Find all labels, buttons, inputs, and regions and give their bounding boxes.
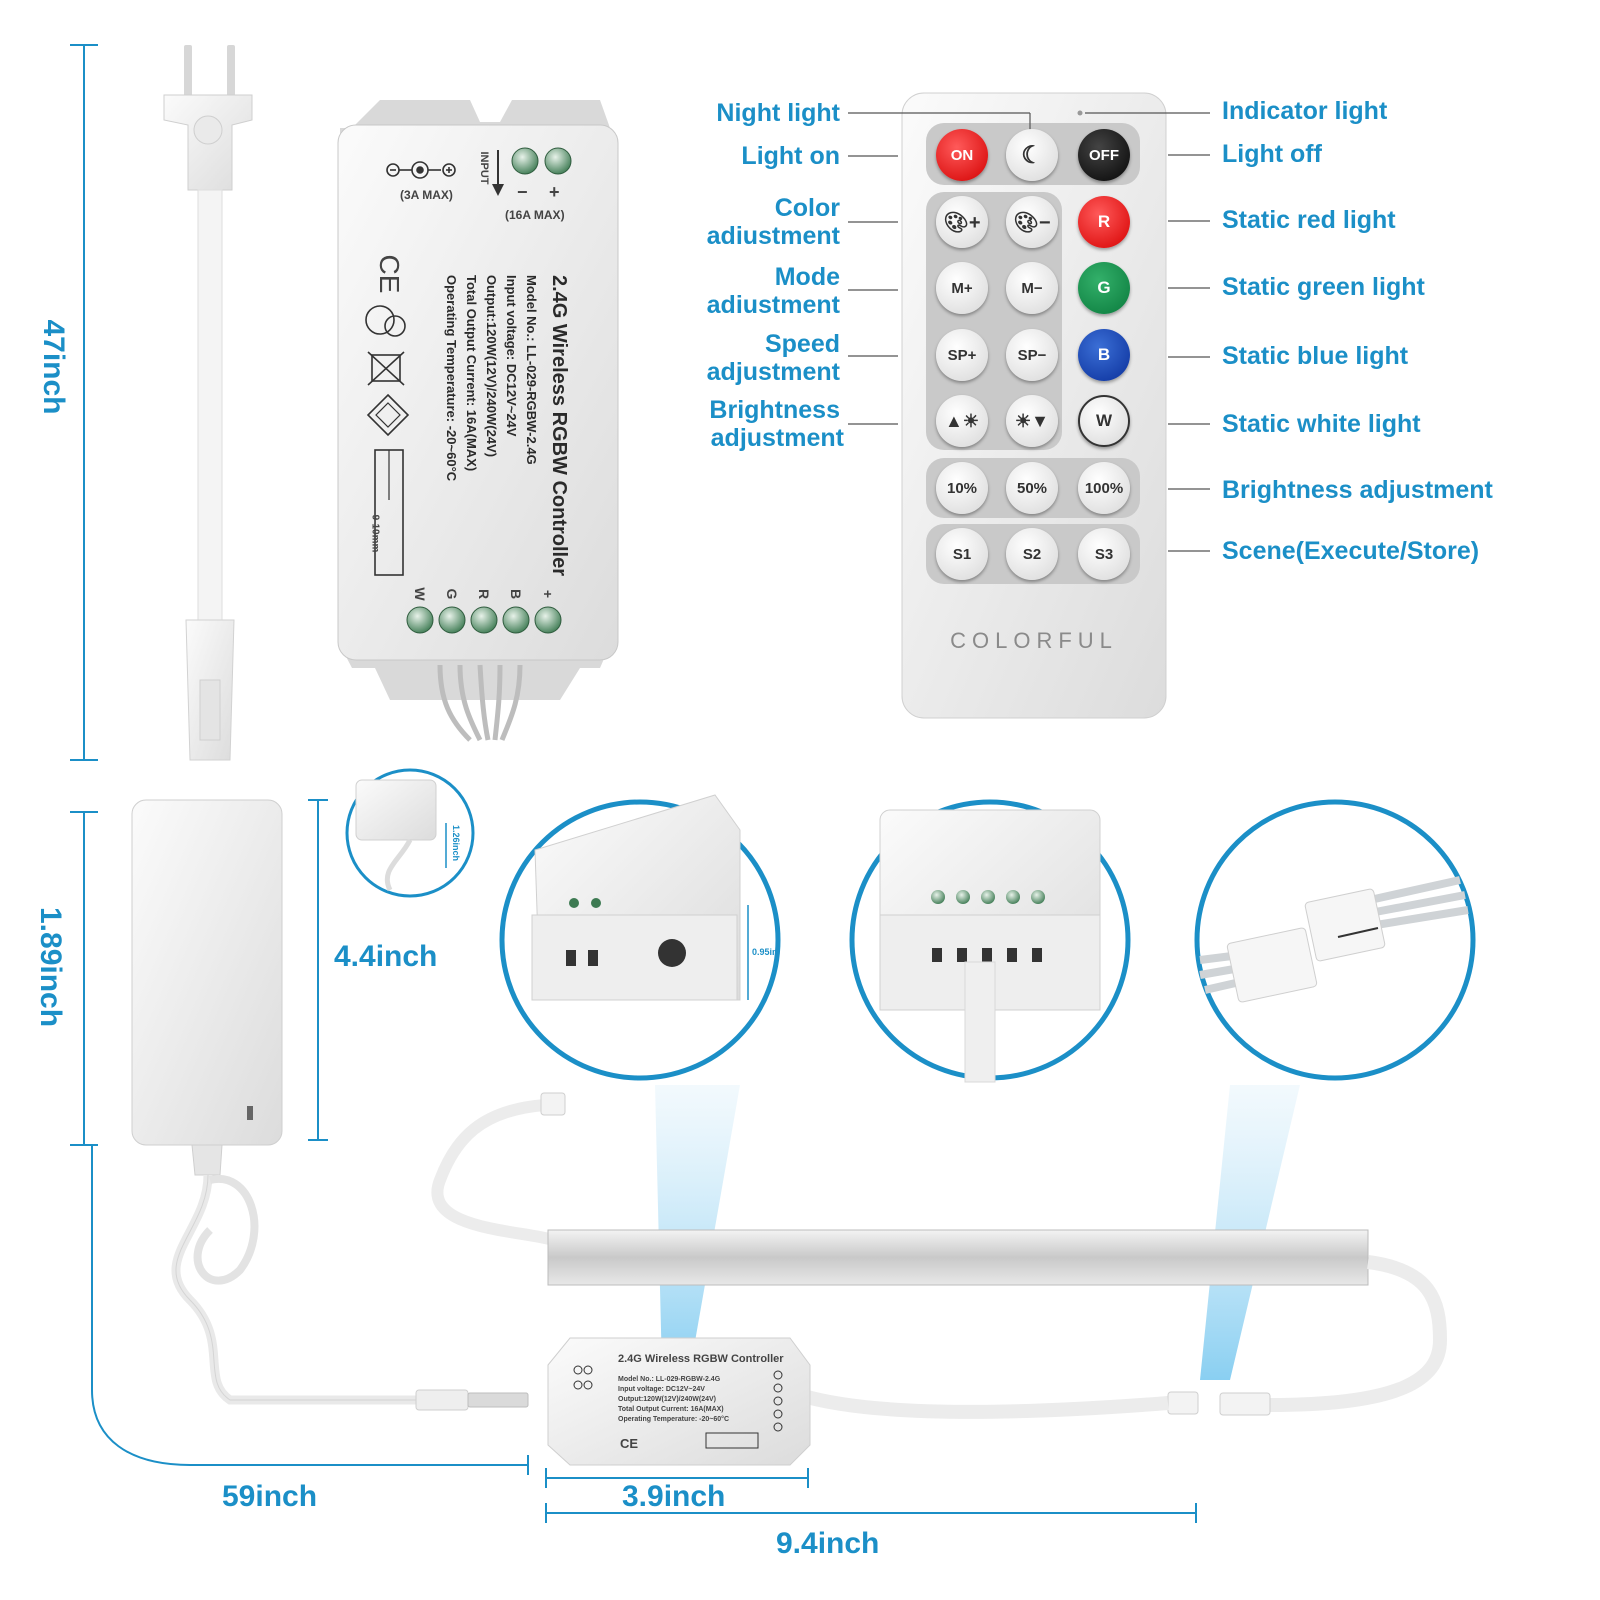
input-label: INPUT [478,151,490,185]
led-bar-assembly [431,1092,1448,1419]
mode-plus-button[interactable]: M+ [936,262,988,314]
palette-minus-icon: 🎨︎− [1013,211,1051,234]
pin-label-b: B [508,588,524,600]
label-scene: Scene(Execute/Store) [1222,537,1480,565]
remote-leader-lines [848,112,1210,552]
controller-label-block: 2.4G Wireless RGBW Controller Model No.:… [390,275,570,615]
bottom-controller-output: Output:120W(12V)/240W(24V) [618,1396,717,1403]
brightness-up-icon: ▲☀ [945,410,979,431]
adapter-height-inset [345,768,475,898]
label-mode-2: adiustment [706,291,840,319]
controller-height-label: 0.95in [752,947,778,957]
detail-circle-input [499,794,781,1081]
label-static-white: Static white light [1222,410,1421,438]
adapter-length-label: 4.4inch [334,940,438,973]
off-button[interactable]: OFF [1078,129,1130,181]
blue-button[interactable]: B [1078,329,1130,381]
brightness-down-icon: ☀▼ [1015,410,1049,431]
cord-dimension-line [70,44,98,761]
controller-model: Model No.: LL-029-RGBW-2.4G [524,275,539,465]
controller-current: Total Output Current: 16A(MAX) [464,275,479,472]
label-night-light: Night light [716,99,840,127]
brightness-down-button[interactable]: ☀▼ [1006,395,1058,447]
label-speed-2: adjustment [706,358,840,386]
white-button[interactable]: W [1078,395,1130,447]
bar-length-label: 9.4inch [776,1527,880,1560]
brightness-50-button[interactable]: 50% [1006,462,1058,514]
on-button[interactable]: ON [936,129,988,181]
label-static-green: Static green light [1222,273,1425,301]
green-button[interactable]: G [1078,262,1130,314]
moon-icon: ☾ [1021,141,1043,169]
bottom-controller-title: 2.4G Wireless RGBW Controller [618,1353,784,1365]
label-color-1: Color [774,194,840,222]
label-light-off: Light off [1222,140,1322,168]
bottom-controller-temp: Operating Temperature: -20~60°C [618,1416,730,1423]
palette-plus-icon: 🎨︎+ [943,211,981,234]
bottom-controller-ce: CE [620,1436,639,1451]
night-light-button[interactable]: ☾ [1006,129,1058,181]
controller-length-label: 3.9inch [622,1480,726,1513]
controller-temp: Operating Temperature: -20~60°C [444,275,459,482]
input-minus: − [517,182,528,202]
detail-circle-output [849,799,1131,1083]
adapter-height-label: 1.26inch [451,824,461,862]
beam-left [655,1085,740,1370]
power-plug [163,45,253,761]
pin-label-w: W [412,587,428,601]
controller-input: Input voltage: DC12V~24V [504,275,519,437]
label-brightness-2: adjustment [710,424,844,452]
controller-bottom-view [547,1337,811,1466]
scene-1-button[interactable]: S1 [936,528,988,580]
input-max-label: (16A MAX) [505,208,565,222]
controller-output: Output:120W(12V)/240W(24V) [484,275,499,458]
adapter-width-label: 1.89inch [34,907,67,1028]
speed-minus-button[interactable]: SP− [1006,329,1058,381]
bottom-controller-current: Total Output Current: 16A(MAX) [618,1406,724,1413]
brightness-10-button[interactable]: 10% [936,462,988,514]
cable-length-label: 59inch [222,1480,318,1513]
bottom-controller-input: Input voltage: DC12V~24V [618,1386,705,1393]
label-static-red: Static red light [1222,206,1396,234]
brightness-100-button[interactable]: 100% [1078,462,1130,514]
label-speed-1: Speed [764,330,840,358]
label-static-blue: Static blue light [1222,342,1409,370]
mode-minus-button[interactable]: M− [1006,262,1058,314]
ce-mark: CE [374,254,405,294]
brightness-up-button[interactable]: ▲☀ [936,395,988,447]
remote-brand: COLORFUL [950,628,1118,653]
dc-max-label: (3A MAX) [400,188,453,202]
adapter-dimension-lines [70,799,1197,1523]
controller-top-view [337,100,619,742]
power-adapter [131,799,529,1411]
scene-2-button[interactable]: S2 [1006,528,1058,580]
color-minus-button[interactable]: 🎨︎− [1006,196,1058,248]
label-brightness-adjustment: Brightness adjustment [1222,476,1493,504]
label-light-on: Light on [741,142,840,170]
pin-label-g: G [444,588,460,600]
label-color-2: adiustment [706,222,840,250]
bottom-controller-model: Model No.: LL-029-RGBW-2.4G [618,1376,721,1383]
label-indicator-light: Indicator light [1222,97,1388,125]
pin-label-plus: + [540,589,556,599]
strip-length-label: 9-10mm [369,514,381,553]
label-brightness-1: Brightness [709,396,840,424]
speed-plus-button[interactable]: SP+ [936,329,988,381]
color-plus-button[interactable]: 🎨︎+ [936,196,988,248]
cord-length-label: 47inch [37,319,70,415]
pin-label-r: R [476,588,492,600]
input-plus: + [549,182,560,202]
label-mode-1: Mode [774,263,840,291]
red-button[interactable]: R [1078,196,1130,248]
detail-circle-connector [1194,799,1476,1081]
scene-3-button[interactable]: S3 [1078,528,1130,580]
controller-title: 2.4G Wireless RGBW Controller [548,275,570,576]
